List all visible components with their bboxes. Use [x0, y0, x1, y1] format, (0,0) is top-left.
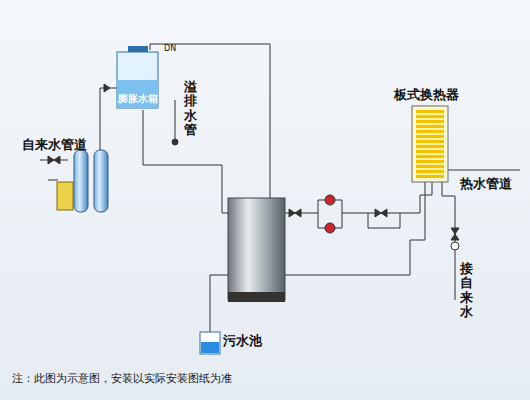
note-caption: 注：此图为示意图，安装以实际安装图纸为准	[12, 371, 232, 386]
inlet-label: 自来水管道	[22, 136, 87, 154]
overflow-label: 溢排水管	[184, 80, 197, 137]
expansion-tank: 膨胀水箱	[117, 52, 158, 108]
node-label: 污水池	[223, 332, 262, 350]
node-label: 膨胀水箱	[117, 93, 158, 106]
plate-stack	[416, 110, 444, 178]
plate-heat-exchanger: 板式换热器	[412, 106, 448, 182]
dn-mark: DN	[164, 44, 176, 53]
hot-water-label: 热水管道	[460, 175, 512, 193]
sewage-pool: 污水池	[200, 332, 220, 354]
tap-water-label: 接自来水	[460, 262, 473, 319]
node-label: 板式换热器	[394, 86, 459, 104]
